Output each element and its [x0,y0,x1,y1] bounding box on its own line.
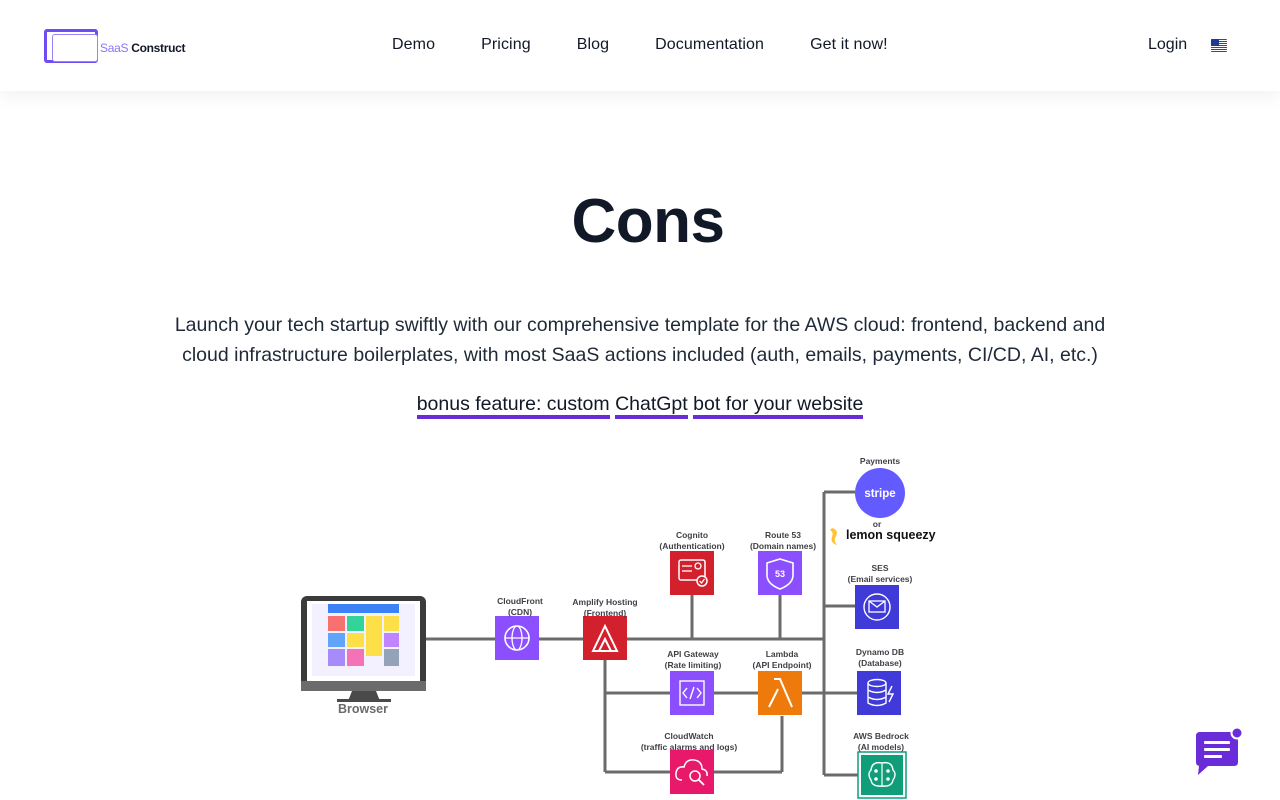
flag-canton [1211,39,1219,46]
dynamodb-icon [857,671,901,715]
label-cloudfront: CloudFront(CDN) [497,596,543,617]
label-route53: Route 53(Domain names) [750,530,816,551]
nav-pricing[interactable]: Pricing [481,36,531,53]
nav-demo[interactable]: Demo [392,36,436,53]
label-amplify-line-2: (Frontend) [583,607,627,618]
label-dynamodb-line-2: (Database) [858,657,902,668]
main-nav: Demo Pricing Blog Documentation Get it n… [392,36,888,54]
chat-widget-button[interactable] [1192,726,1244,778]
lemon-squeezy-logo-icon [830,528,837,545]
label-cloudfront-line-1: CloudFront [497,596,543,606]
nav-documentation[interactable]: Documentation [655,36,765,53]
bonus-word-2[interactable]: ChatGpt [615,393,688,419]
label-bedrock-line-2: (AI models) [857,741,905,752]
us-flag-icon[interactable] [1211,39,1227,52]
architecture-diagram: 53 stripe lemon squeezy [290,450,970,800]
label-amplify-line-1: Amplify Hosting [572,597,638,607]
bonus-word-1[interactable]: bonus feature: custom [416,393,610,419]
bonus-word-3[interactable]: bot for your website [693,393,864,419]
lambda-icon [758,671,802,715]
label-dynamodb-line-1: Dynamo DB [855,647,905,657]
browser-monitor-icon [301,596,426,702]
lemon-squeezy-wordmark: lemon squeezy [846,528,936,542]
label-cognito: Cognito(Authentication) [659,530,724,551]
cloudwatch-icon [670,750,714,794]
label-bedrock-line-1: AWS Bedrock [853,731,909,741]
route53-badge: 53 [775,569,785,579]
label-route53-line-2: (Domain names) [749,540,817,551]
label-cognito-line-1: Cognito [675,530,709,540]
amplify-icon [583,616,627,660]
stripe-logo-icon [855,468,905,518]
label-ses-line-1: SES [871,563,889,573]
label-ses-line-2: (Email services) [847,573,913,584]
label-route53-line-1: Route 53 [765,530,801,540]
cognito-icon [670,551,714,595]
diagram-canvas: 53 stripe lemon squeezy [301,468,936,799]
stripe-wordmark: stripe [864,488,895,500]
connector-lines [425,490,858,777]
logo-frame-front [52,34,98,62]
label-bedrock: AWS Bedrock(AI models) [853,731,909,752]
logo-word-saas: SaaS [100,41,129,55]
label-or: or [872,519,882,529]
label-dynamodb: Dynamo DB(Database) [856,647,904,668]
label-cognito-line-2: (Authentication) [659,540,725,551]
label-cloudfront-line-2: (CDN) [507,606,533,617]
label-amplify: Amplify Hosting(Frontend) [572,597,637,618]
cloudfront-icon [495,616,539,660]
label-payments: Payments [859,456,901,466]
page-title: Cons [571,187,726,256]
ses-icon [855,585,899,629]
label-lambda-line-2: (API Endpoint) [752,659,812,670]
api-gateway-icon [670,671,714,715]
login-link[interactable]: Login [1148,36,1188,53]
label-api-gateway-line-2: (Rate limiting) [664,659,722,670]
label-cloudwatch-line-2: (traffic alarms and logs) [640,741,738,752]
label-cloudwatch-line-1: CloudWatch [664,731,714,741]
site-header: SaaS Construct Demo Pricing Blog Documen… [0,0,1280,91]
label-lambda-line-1: Lambda [765,649,799,659]
label-ses: SES(Email services) [848,563,913,584]
label-lambda: Lambda(API Endpoint) [752,649,811,670]
bonus-feature-link[interactable]: bonus feature: custom ChatGpt bot for yo… [0,392,1280,419]
brand-logo[interactable]: SaaS Construct [44,28,194,64]
hero-description: Launch your tech startup swiftly with ou… [174,314,1106,366]
chat-bubble-icon [1196,726,1244,775]
bedrock-icon [857,751,907,799]
label-browser: Browser [337,702,389,716]
label-api-gateway-line-1: API Gateway [667,649,719,659]
label-api-gateway: API Gateway(Rate limiting) [665,649,722,670]
label-cloudwatch: CloudWatch(traffic alarms and logs) [641,731,737,752]
nav-get-it-now[interactable]: Get it now! [810,36,888,53]
logo-wordmark: SaaS Construct [100,41,185,55]
route53-icon [758,551,802,595]
logo-word-construct: Construct [131,41,186,55]
nav-blog[interactable]: Blog [576,36,610,53]
